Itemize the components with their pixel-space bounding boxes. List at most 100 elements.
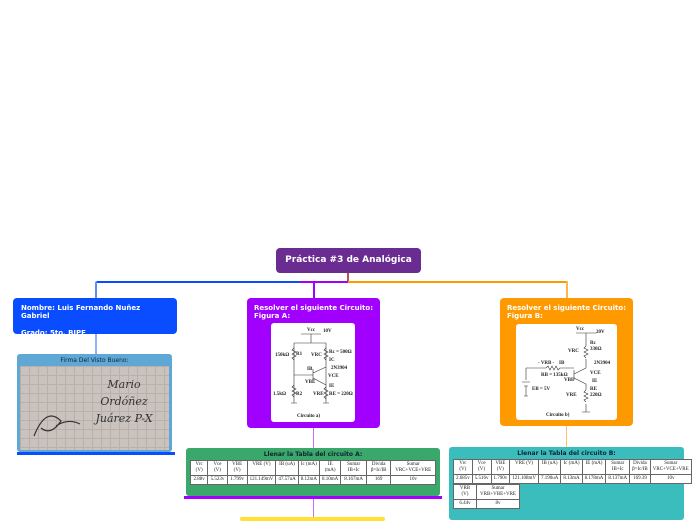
table-row: 2.685v 5.516v 1.790v 121.108mV 7.190uA 8…: [453, 474, 692, 484]
value-cell: 2.88v: [189, 475, 209, 485]
table-row: 2.88v 5.523v 1.799v 121.149mV 47.57uA 8.…: [189, 475, 436, 485]
svg-text:150kΩ: 150kΩ: [275, 353, 289, 358]
svg-text:RE: RE: [590, 387, 598, 392]
value-cell: 8.178mA: [581, 474, 607, 484]
header-cell: Ic (mA): [297, 460, 320, 476]
connector-blue-sig: [95, 334, 97, 354]
svg-text:EB = 5V: EB = 5V: [532, 387, 551, 392]
connector-purple-down: [313, 281, 315, 298]
table-a: Vrc (V) Vce (V) VBE (V) VRE (V) IB (uA) …: [189, 460, 436, 485]
student-info-node[interactable]: Nombre: Luis Fernando Nuñez Gabriel Grad…: [13, 298, 177, 337]
collapsed-node-bar[interactable]: [240, 517, 385, 521]
table-row: VRB (V) Sumar VRB+VBE+VRE: [453, 484, 520, 500]
header-cell: Vce (V): [471, 459, 492, 475]
header-cell: Sumar VRB+VBE+VRE: [476, 484, 520, 500]
svg-text:Circuito b): Circuito b): [546, 413, 570, 418]
table-a-node[interactable]: Llenar la Tabla del circuito A: Vrc (V) …: [186, 448, 440, 496]
svg-text:20V: 20V: [596, 330, 605, 335]
value-cell: 2.685v: [453, 474, 473, 484]
header-cell: VBE (V): [226, 460, 248, 476]
root-topic[interactable]: Práctica #3 de Analógica: [276, 248, 421, 273]
header-cell: IB (uA): [537, 459, 562, 475]
header-cell: Sumar IB+Ic: [340, 460, 367, 476]
header-cell: VRB (V): [453, 484, 477, 500]
svg-text:- VRB -: - VRB -: [538, 361, 555, 366]
header-cell: Vrc (V): [453, 459, 473, 475]
header-cell: Sumar VRC+VCE+VRE: [649, 459, 692, 475]
circuit-a-title: Resolver el siguiente Circuito: Figura A…: [254, 304, 373, 320]
value-cell: 8v: [476, 499, 520, 509]
svg-text:VRC: VRC: [568, 349, 579, 354]
signature-title: Firma Del Visto Bueno:: [60, 357, 129, 364]
header-cell: IE (mA): [581, 459, 607, 475]
svg-text:220Ω: 220Ω: [590, 393, 602, 398]
connector-orange-down: [566, 281, 568, 298]
header-cell: Vrc (V): [189, 460, 209, 476]
connector-root: [347, 273, 349, 282]
svg-text:IB: IB: [307, 367, 313, 372]
svg-text:Circuito a): Circuito a): [297, 414, 320, 419]
connector-orange-table: [566, 426, 567, 447]
student-name: Nombre: Luis Fernando Nuñez Gabriel: [21, 304, 141, 320]
svg-text:1.5kΩ: 1.5kΩ: [273, 392, 286, 397]
table-b: Vrc (V) Vce (V) VBE (V) VRE (V) IB (uA) …: [453, 459, 692, 484]
svg-text:IE: IE: [592, 379, 598, 384]
header-cell: IB (uA): [275, 460, 299, 476]
header-cell: Sumar VRC+VCE+VRE: [390, 460, 436, 476]
header-cell: VRE (V): [246, 460, 277, 476]
table-b-title: Llenar la Tabla del circuito B:: [517, 450, 616, 457]
header-cell: Ic (mA): [560, 459, 583, 475]
value-cell: 10v: [390, 475, 436, 485]
header-cell: Divida β=Ic/IB: [629, 459, 651, 475]
svg-text:Vcc: Vcc: [307, 328, 316, 333]
svg-text:VRE: VRE: [313, 392, 324, 397]
value-cell: 169: [365, 475, 392, 485]
table-row: Vrc (V) Vce (V) VBE (V) VRE (V) IB (uA) …: [453, 459, 692, 475]
table-b-node[interactable]: Llenar la Tabla del circuito B: Vrc (V) …: [449, 447, 692, 520]
table-a-underline: [184, 496, 442, 499]
circuit-a-node[interactable]: Resolver el siguiente Circuito: Figura A…: [247, 298, 380, 428]
svg-text:RE = 220Ω: RE = 220Ω: [329, 392, 353, 397]
circuit-a-diagram: Vcc 10V 150kΩ R1 VRC Rc = 500Ω IC 2N3904…: [271, 323, 355, 422]
svg-text:IE: IE: [329, 384, 335, 389]
circuit-b-diagram: Vcc 20V Rc 330Ω VRC 2N3904 IB - VRB - RB…: [516, 324, 617, 420]
value-cell: 8.10mA: [318, 475, 342, 485]
circuit-b-node[interactable]: Resolver el siguiente Circuito: Figura B…: [500, 298, 633, 426]
signature-handwriting: Mario Ordóñez Juárez P-X: [95, 378, 153, 425]
value-cell: 8.13mA: [560, 474, 583, 484]
header-cell: Vce (V): [207, 460, 228, 476]
svg-text:R1: R1: [296, 352, 303, 357]
signature-underline: [17, 452, 175, 455]
svg-text:VRC: VRC: [311, 353, 322, 358]
svg-text:RB = 135kΩ: RB = 135kΩ: [541, 373, 568, 378]
svg-text:VCE: VCE: [328, 374, 339, 379]
svg-text:VBE: VBE: [305, 380, 316, 385]
student-grade: Grado: 5to. BIPE: [21, 329, 86, 337]
connector-purple: [300, 281, 348, 283]
value-cell: 8.137mA: [605, 474, 631, 484]
svg-text:R2: R2: [296, 392, 303, 397]
connector-orange: [348, 281, 567, 283]
value-cell: 121.149mV: [246, 475, 277, 485]
svg-text:2N3904: 2N3904: [331, 366, 348, 371]
svg-text:VRE: VRE: [566, 393, 577, 398]
value-cell: 169.39: [629, 474, 651, 484]
connector-blue: [96, 281, 348, 283]
value-cell: 10v: [649, 474, 692, 484]
signature-image: Mario Ordóñez Juárez P-X: [20, 366, 169, 450]
header-cell: VBE (V): [490, 459, 511, 475]
svg-text:10V: 10V: [323, 329, 332, 334]
svg-text:Vcc: Vcc: [576, 327, 585, 332]
table-row: Vrc (V) Vce (V) VBE (V) VRE (V) IB (uA) …: [189, 460, 436, 476]
value-cell: 1.799v: [226, 475, 248, 485]
value-cell: 5.516v: [471, 474, 492, 484]
svg-text:330Ω: 330Ω: [590, 347, 602, 352]
svg-text:VCE: VCE: [590, 371, 601, 376]
table-b-extra: VRB (V) Sumar VRB+VBE+VRE 6.44v 8v: [453, 484, 520, 509]
connector-purple-table: [313, 428, 314, 448]
value-cell: 5.523v: [207, 475, 228, 485]
svg-text:IC: IC: [329, 358, 335, 363]
table-row: 6.44v 8v: [453, 499, 520, 509]
signature-node[interactable]: Firma Del Visto Bueno: Mario Ordóñez Juá…: [17, 354, 172, 452]
header-cell: Divida β=Ic/IB: [365, 460, 392, 476]
